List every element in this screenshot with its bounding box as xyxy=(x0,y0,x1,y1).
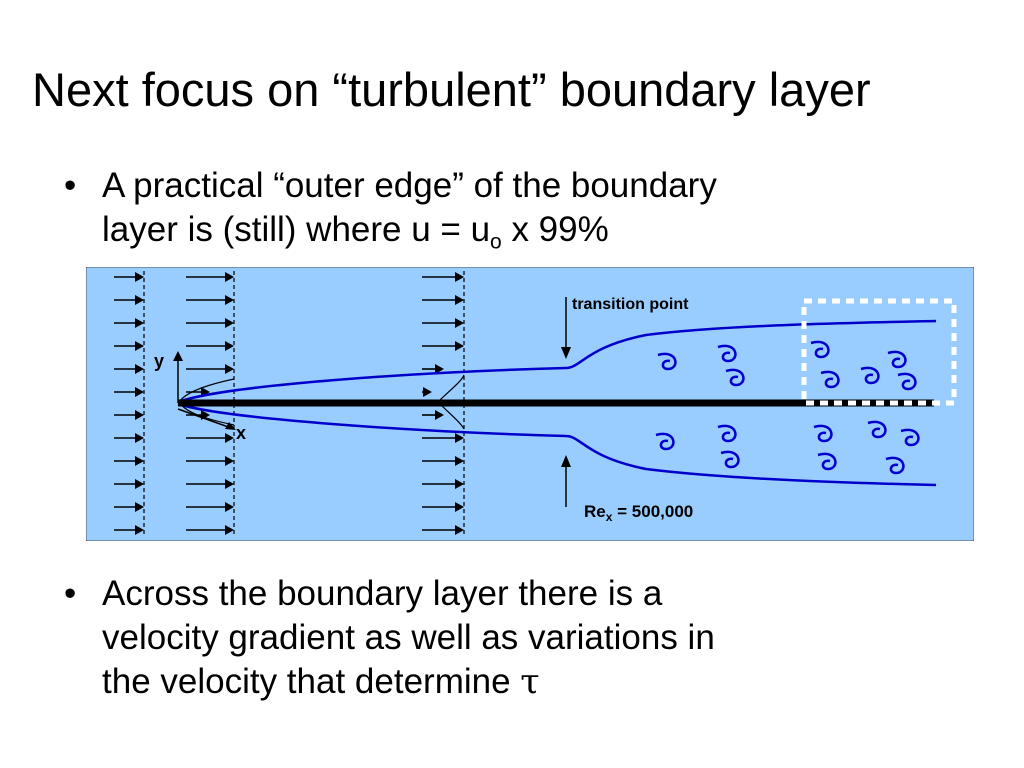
flow-arrow-icon xyxy=(135,295,144,305)
turbulent-eddies xyxy=(655,340,920,475)
flow-arrow-icon xyxy=(135,341,144,351)
bullet-dot: • xyxy=(64,166,77,205)
u-subscript: o xyxy=(490,230,502,254)
flow-arrow-icon xyxy=(455,525,464,535)
eddy-icon xyxy=(655,432,675,451)
reynolds-label: Rex = 500,000 xyxy=(584,502,693,524)
transition-point-label: transition point xyxy=(572,296,689,313)
flow-arrow-icon xyxy=(455,502,464,512)
flow-arrow-icon xyxy=(435,364,444,374)
bullet2-line2: velocity gradient as well as variations … xyxy=(102,618,715,657)
flow-arrow-icon xyxy=(135,479,144,489)
boundary-layer-figure: y x transition point Rex = 500,000 xyxy=(86,267,974,541)
flow-arrow-icon xyxy=(225,479,234,489)
re-value: = 500,000 xyxy=(612,502,693,521)
flow-arrow-icon xyxy=(225,364,234,374)
freestream-arrows xyxy=(114,272,144,535)
flow-arrow-icon xyxy=(135,502,144,512)
flow-arrow-icon xyxy=(423,387,432,397)
flow-arrow-icon xyxy=(135,387,144,397)
x-axis-arrow-icon xyxy=(225,422,236,430)
boundary-layer-lower-edge xyxy=(177,402,937,487)
transition-arrow-icon xyxy=(561,455,571,467)
flow-arrow-icon xyxy=(455,433,464,443)
flow-arrow-icon xyxy=(225,525,234,535)
flow-arrow-icon xyxy=(455,295,464,305)
boundary-layer-diagram: y x transition point Rex = 500,000 xyxy=(86,267,974,541)
bullet1-line2-value: x 99% xyxy=(501,210,609,249)
eddy-icon xyxy=(860,366,880,385)
x-axis xyxy=(177,408,235,430)
eddy-icon xyxy=(820,370,840,389)
bullet1-line2: layer is (still) where u = uo x 99% xyxy=(102,208,922,264)
eddy-icon xyxy=(717,344,737,363)
profile-arrows-1 xyxy=(186,272,234,535)
eddy-icon xyxy=(810,340,830,359)
flow-arrow-icon xyxy=(455,318,464,328)
flow-arrow-icon xyxy=(225,341,234,351)
eddy-icon xyxy=(717,424,737,443)
eddy-icon xyxy=(867,420,887,439)
transition-arrow-icon xyxy=(561,347,571,359)
eddy-icon xyxy=(900,428,920,447)
re-subscript: x xyxy=(606,510,613,524)
tau-symbol: τ xyxy=(520,662,540,702)
flow-arrow-icon xyxy=(135,318,144,328)
flow-arrow-icon xyxy=(135,456,144,466)
y-axis-arrow-icon xyxy=(173,351,183,361)
flow-arrow-icon xyxy=(455,456,464,466)
flow-arrow-icon xyxy=(135,433,144,443)
flow-arrow-icon xyxy=(435,410,444,420)
flow-arrow-icon xyxy=(225,272,234,282)
eddy-icon xyxy=(657,352,677,371)
eddy-icon xyxy=(725,368,745,387)
re-base: Re xyxy=(584,502,606,521)
flow-arrow-icon xyxy=(225,456,234,466)
turbulent-region-highlight xyxy=(801,298,957,406)
eddy-icon xyxy=(813,424,833,443)
bullet-text: Across the boundary layer there is a vel… xyxy=(102,572,922,704)
eddy-icon xyxy=(720,450,740,469)
profile-arrows-2 xyxy=(422,272,464,535)
flow-arrow-icon xyxy=(455,341,464,351)
eddy-icon xyxy=(817,452,837,471)
bullet2-line1: Across the boundary layer there is a xyxy=(102,574,663,613)
flow-arrow-icon xyxy=(225,433,234,443)
flow-arrow-icon xyxy=(135,525,144,535)
bullet2-line3: the velocity that determine τ xyxy=(102,660,922,704)
flow-arrow-icon xyxy=(225,295,234,305)
flow-arrow-icon xyxy=(225,318,234,328)
flow-arrow-icon xyxy=(455,272,464,282)
y-axis-label: y xyxy=(154,351,164,371)
bullet1-line1: A practical “outer edge” of the boundary xyxy=(102,166,717,205)
bullet1-line2-text: layer is (still) where u = u xyxy=(102,210,491,249)
eddy-icon xyxy=(897,372,917,391)
flow-arrow-icon xyxy=(455,479,464,489)
flow-arrow-icon xyxy=(225,502,234,512)
flow-arrow-icon xyxy=(135,272,144,282)
bullet-text: A practical “outer edge” of the boundary… xyxy=(102,164,922,264)
bullet-dot: • xyxy=(64,574,77,613)
slide-title: Next focus on “turbulent” boundary layer xyxy=(32,63,871,116)
bullet2-line3-text: the velocity that determine xyxy=(102,662,521,701)
flow-arrow-icon xyxy=(135,364,144,374)
flow-arrow-icon xyxy=(135,410,144,420)
eddy-icon xyxy=(887,350,907,369)
eddy-icon xyxy=(885,456,905,475)
x-axis-label: x xyxy=(236,423,246,443)
